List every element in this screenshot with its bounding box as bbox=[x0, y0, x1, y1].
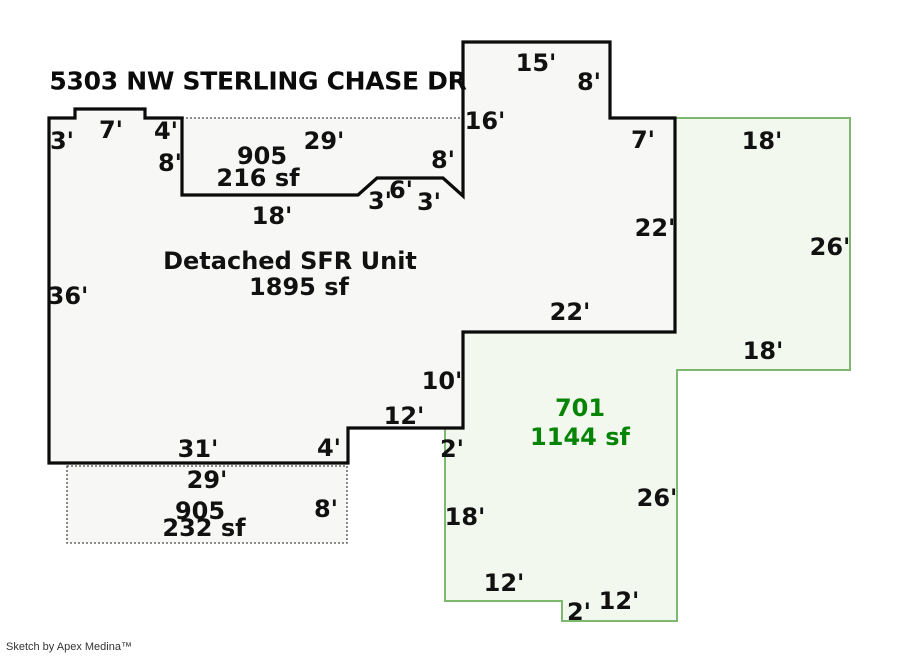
dim-16ft: 16' bbox=[464, 107, 506, 135]
dim-18ft-green-left: 18' bbox=[444, 503, 486, 531]
dim-29ft-porch-bottom: 29' bbox=[186, 466, 228, 494]
dim-18ft-green-top: 18' bbox=[741, 127, 783, 155]
dim-12ft-mid: 12' bbox=[383, 402, 425, 430]
dim-10ft: 10' bbox=[421, 367, 463, 395]
green-unit-area: 1144 sf bbox=[530, 423, 630, 451]
page-title: 5303 NW STERLING CHASE DR bbox=[49, 66, 467, 96]
porch-bottom-outline bbox=[66, 465, 348, 544]
dim-7ft-topleft: 7' bbox=[98, 116, 124, 144]
dim-3ft-topleft: 3' bbox=[49, 127, 75, 155]
dim-8ft-top-right: 8' bbox=[576, 68, 602, 96]
main-unit-outline bbox=[47, 40, 677, 465]
dim-8ft-porch-right: 8' bbox=[430, 146, 456, 174]
dim-3ft-bump-right: 3' bbox=[416, 188, 442, 216]
dim-6ft-bump: 6' bbox=[388, 176, 414, 204]
dim-12ft-green-bottom-right: 12' bbox=[598, 587, 640, 615]
dim-26ft-green-inner: 26' bbox=[636, 484, 678, 512]
dim-4ft-topleft: 4' bbox=[153, 117, 179, 145]
green-unit-code: 701 bbox=[554, 394, 606, 422]
dim-8ft-porch-bottom: 8' bbox=[313, 495, 339, 523]
dim-22ft-mid: 22' bbox=[549, 298, 591, 326]
porch-bottom-area: 232 sf bbox=[162, 514, 246, 542]
dim-3ft-bump-left: 3' bbox=[367, 187, 393, 215]
dim-18ft-wall: 18' bbox=[251, 202, 293, 230]
dim-18ft-green-mid: 18' bbox=[742, 337, 784, 365]
dim-12ft-green-bottom-left: 12' bbox=[483, 569, 525, 597]
porch-top-area: 216 sf bbox=[216, 164, 300, 192]
porch-bottom-code: 905 bbox=[174, 497, 226, 525]
dim-31ft-bottom: 31' bbox=[177, 435, 219, 463]
dim-36ft-left: 36' bbox=[47, 282, 89, 310]
dim-22ft-right: 22' bbox=[634, 214, 676, 242]
dim-2ft-green-top: 2' bbox=[439, 435, 465, 463]
dim-2ft-green-step: 2' bbox=[566, 598, 592, 626]
dim-7ft-right: 7' bbox=[630, 126, 656, 154]
dim-8ft-porch-left: 8' bbox=[157, 149, 183, 177]
dim-26ft-green-right: 26' bbox=[809, 233, 851, 261]
dim-29ft-porch-top: 29' bbox=[303, 127, 345, 155]
dim-4ft-step: 4' bbox=[316, 434, 342, 462]
porch-top-code: 905 bbox=[236, 142, 288, 170]
dim-15ft-top: 15' bbox=[515, 49, 557, 77]
main-unit-label: Detached SFR Unit bbox=[163, 247, 417, 275]
main-unit-area: 1895 sf bbox=[249, 273, 349, 301]
footer-credit: Sketch by Apex Medina™ bbox=[6, 641, 132, 653]
